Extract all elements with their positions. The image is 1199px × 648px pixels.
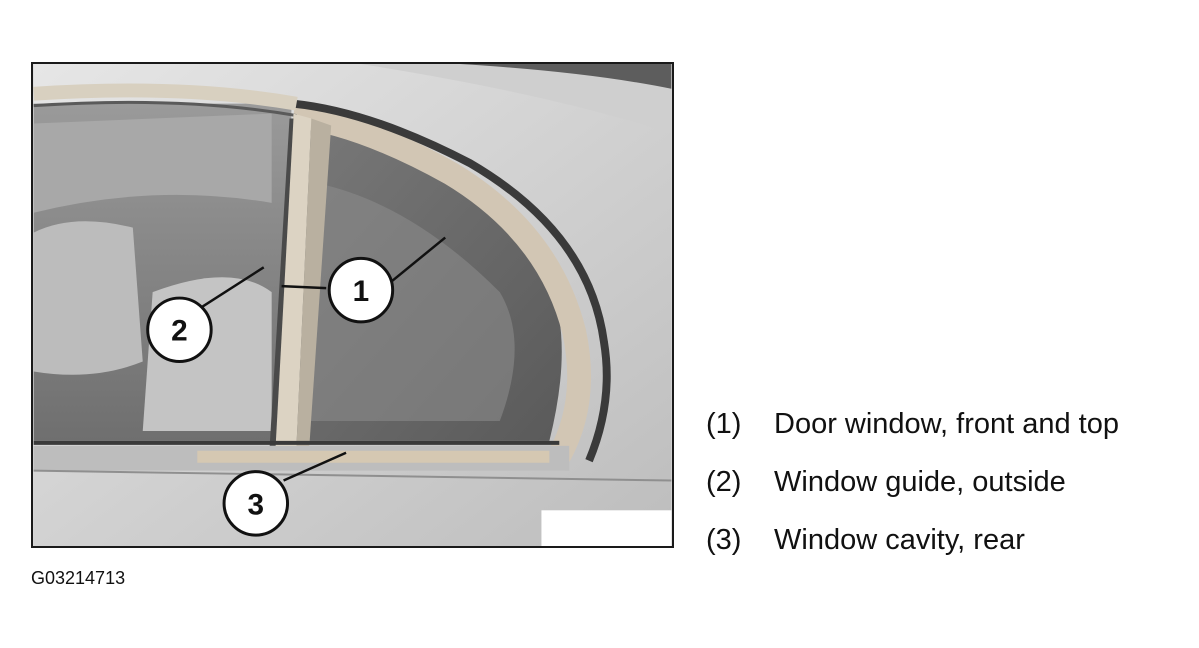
- roof-edge: [460, 64, 672, 89]
- legend-number: (3): [706, 523, 742, 556]
- legend-text: Window guide, outside: [774, 465, 1066, 498]
- legend-text: Window cavity, rear: [774, 523, 1025, 556]
- upper-rail-shadow: [33, 100, 297, 118]
- callout-legend: (1) Door window, front and top (2) Windo…: [706, 395, 1186, 569]
- legend-item-3: (3) Window cavity, rear: [706, 511, 1186, 569]
- leader-line-1b: [281, 284, 327, 290]
- figure-id: G03214713: [31, 568, 126, 588]
- door-crease: [33, 469, 672, 482]
- leader-line-2: [196, 266, 265, 312]
- window-guide-inner: [296, 118, 332, 446]
- legend-item-1: (1) Door window, front and top: [706, 395, 1186, 453]
- roof-panel: [360, 64, 672, 134]
- window-frame-top: [291, 103, 592, 462]
- leader-line-3: [283, 451, 347, 482]
- cavity-trim: [197, 450, 550, 463]
- callout-1-number: 1: [353, 275, 370, 308]
- legend-text: Door window, front and top: [774, 407, 1119, 440]
- window-seal-outer: [293, 99, 611, 463]
- rear-seat-headrest: [33, 221, 143, 375]
- legend-number: (2): [706, 465, 742, 498]
- callout-3-number: 3: [248, 488, 265, 521]
- legend-item-2: (2) Window guide, outside: [706, 453, 1186, 511]
- glass-reflection: [301, 183, 515, 422]
- callout-3: 3: [222, 470, 290, 537]
- upper-rail: [33, 83, 298, 111]
- callout-2-number: 2: [171, 315, 188, 348]
- legend-number: (1): [706, 407, 742, 440]
- car-door-illustration: 1 2 3: [33, 64, 672, 546]
- car-door-photo: 1 2 3: [31, 62, 674, 548]
- rear-window-view: [33, 113, 272, 213]
- corner-mask: [541, 510, 672, 546]
- callout-1: 1: [327, 256, 395, 324]
- callout-2: 2: [146, 296, 213, 364]
- window-guide-edge: [269, 118, 294, 446]
- window-guide-pillar: [271, 113, 312, 446]
- leader-line-1: [384, 236, 447, 288]
